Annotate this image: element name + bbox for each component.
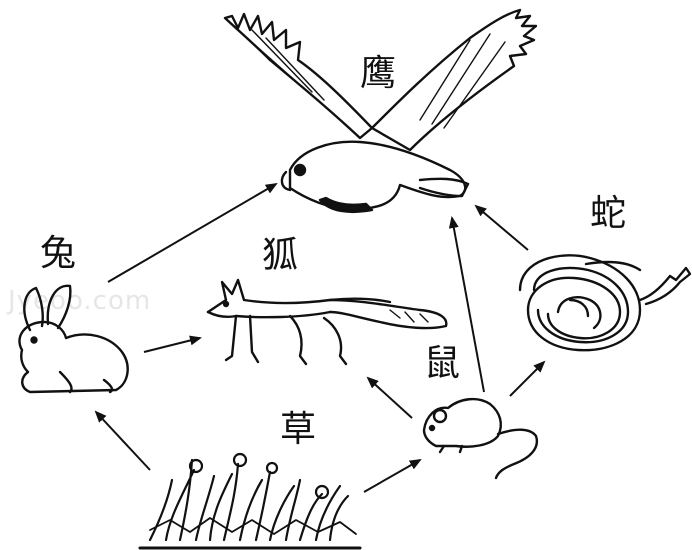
rabbit-illustration	[19, 286, 127, 392]
mouse-label: 鼠	[424, 346, 460, 382]
arrow-grass-to-mouse	[364, 460, 420, 492]
arrow-mouse-to-fox	[368, 378, 412, 418]
snake-illustration	[520, 255, 690, 350]
grass-label: 草	[280, 412, 316, 448]
fox-label: 狐	[262, 238, 298, 274]
hawk-label: 鹰	[360, 56, 396, 92]
rabbit-label: 兔	[40, 236, 76, 272]
arrow-snake-to-hawk	[476, 206, 528, 250]
arrow-mouse-to-snake	[510, 362, 544, 396]
hawk-illustration	[225, 10, 536, 212]
arrow-rabbit-to-hawk	[108, 184, 276, 282]
arrow-grass-to-rabbit	[96, 412, 150, 470]
fox-illustration	[208, 280, 446, 364]
arrow-rabbit-to-fox	[144, 338, 200, 352]
grass-illustration	[140, 454, 360, 548]
snake-label: 蛇	[590, 196, 626, 232]
mouse-illustration	[424, 399, 537, 478]
